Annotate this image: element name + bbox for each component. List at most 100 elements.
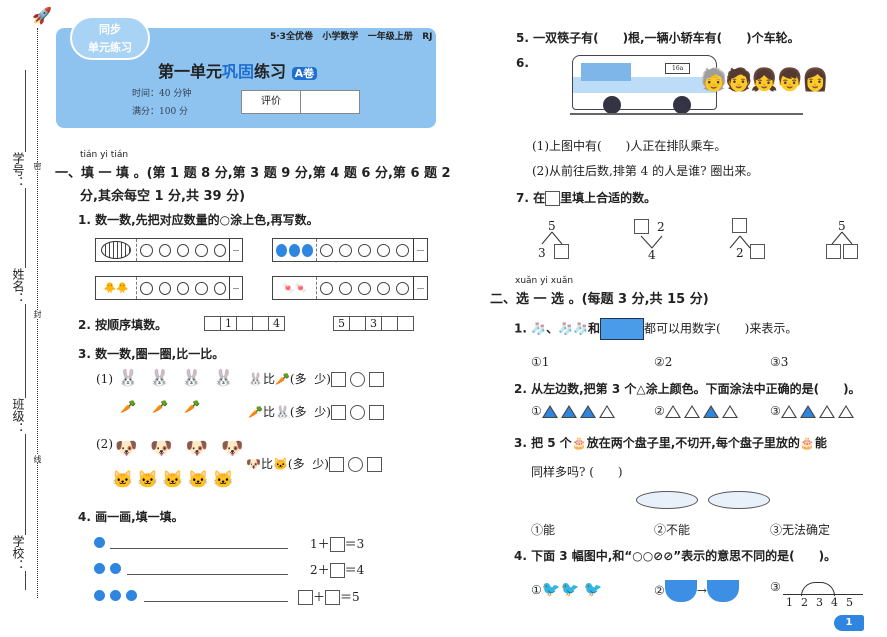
answer-box[interactable] [228,239,242,261]
draw-line[interactable] [127,563,288,575]
rocket-icon: 🚀 [32,6,52,25]
circle[interactable] [396,281,409,295]
draw-line[interactable] [144,590,288,602]
circle[interactable] [320,281,333,295]
sock-icon: 🧦 [531,321,547,336]
answer-box[interactable] [298,590,313,605]
s2-q3-opt-1[interactable]: ①能 [531,523,556,537]
circle[interactable] [377,281,390,295]
answer-box[interactable] [368,405,384,420]
title-part: 练习 [254,62,287,81]
circle[interactable] [339,243,352,257]
birds-icon: 🐦🐦 🐦 [541,580,603,598]
bond-2-top-box[interactable] [634,219,649,234]
seq-cell[interactable] [397,316,414,331]
s2-q1-opt-3[interactable]: ③3 [770,355,789,369]
answer-box[interactable] [330,405,346,420]
duo-text: (多 [287,457,305,471]
circle[interactable] [396,243,409,257]
bond-4 [831,231,853,245]
circle[interactable] [358,281,371,295]
s2-q2-opt-2[interactable]: ② [654,404,741,418]
s2-q2-opt-3[interactable]: ③ [770,404,857,418]
circle[interactable] [195,243,208,257]
answer-box[interactable] [330,372,346,387]
s2-q3-opt-3[interactable]: ③无法确定 [770,523,831,537]
answer-box[interactable] [329,563,345,578]
answer-circle[interactable] [349,405,365,420]
heading-text: 一、填 一 填 。 [55,166,147,181]
dog-icons: 🐶🐶🐶🐶 [115,438,257,459]
answer-box[interactable] [228,277,242,299]
evaluation-box: 评价 [241,90,360,114]
grade: 一年级上册 [367,32,413,42]
bond-1-left: 3 [538,246,546,260]
queue-people-icons: 🧓🧑👧👦👩 [700,68,829,93]
chick-icon: 🐥🐥 [96,277,138,299]
answer-box[interactable] [328,457,344,472]
volume-badge: A卷 [291,67,318,80]
opt-label: ② [654,583,665,598]
circle[interactable] [320,243,333,257]
s2-q4-opt-2[interactable]: ②→ [654,580,739,602]
circle[interactable] [339,281,352,295]
shao-text: 少) [312,457,329,471]
bond-3-top-box[interactable] [732,218,747,233]
fishbowl-icon [706,580,739,602]
answer-box[interactable] [413,239,427,261]
q7-part: 里填上合适的数。 [560,191,657,205]
circle[interactable] [195,281,208,295]
answer-box[interactable] [366,457,382,472]
eggplant-icon [273,239,317,261]
circle[interactable] [158,243,171,257]
s2-q4-opt-1[interactable]: ①🐦🐦 🐦 [531,580,603,598]
bond-2-bottom: 4 [648,248,656,262]
circle[interactable] [158,281,171,295]
circle[interactable] [358,243,371,257]
s2-q1-opt-2[interactable]: ②2 [654,355,673,369]
q-text: 3. 把 5 个 [514,436,572,450]
cake-icon: 🎂 [799,436,815,450]
opt-label: ① [531,583,542,597]
s2-q2-opt-1[interactable]: ① [531,404,618,418]
bi-text: 比 [260,457,273,471]
watermelon-icon [101,241,132,259]
circle[interactable] [140,243,153,257]
unit-badge: 同步 单元练习 [70,16,150,60]
s2-q1-opt-1[interactable]: ①1 [531,355,550,369]
circle[interactable] [176,243,190,257]
cat-icons: 🐱🐱🐱🐱🐱 [112,470,238,490]
answer-box[interactable] [413,277,427,299]
answer-circle[interactable] [349,372,365,387]
bond-4-right-box[interactable] [843,244,858,259]
circle[interactable] [213,281,226,295]
bi-text: 比 [262,372,275,386]
dots-1 [94,537,110,551]
circle[interactable] [140,281,153,295]
equation-1: 1＋＝3 [310,535,364,552]
candy-icon: 🍬🍬 [273,277,317,299]
circle[interactable] [213,243,226,257]
tick-label: 3 [816,596,823,609]
answer-box[interactable] [329,537,345,552]
shao-text: 少) [314,372,331,386]
draw-line[interactable] [110,537,288,549]
bond-3-right-box[interactable] [750,244,765,259]
circle[interactable] [377,243,390,257]
q5-text: 5. 一双筷子有( )根,一辆小轿车有( )个车轮。 [516,31,800,45]
circle[interactable] [176,281,190,295]
s2-pinyin: xuǎn yi xuǎn [515,276,574,286]
bond-1-right-box[interactable] [554,244,569,259]
duo-text: (多 [289,372,307,386]
s2-q4-opt-3[interactable]: ③ [770,580,781,594]
answer-box[interactable] [325,590,341,605]
tick-label: 4 [831,596,838,609]
bond-4-left-box[interactable] [826,244,841,259]
q6-2-text: (2)从前往后数,排第 4 的人是谁? 圈出来。 [532,164,759,178]
s2-q3-opt-2[interactable]: ②不能 [654,523,691,537]
school-label: 学校： [10,535,27,571]
eval-label: 评价 [242,91,301,113]
answer-circle[interactable] [347,457,363,472]
answer-box[interactable] [368,372,384,387]
